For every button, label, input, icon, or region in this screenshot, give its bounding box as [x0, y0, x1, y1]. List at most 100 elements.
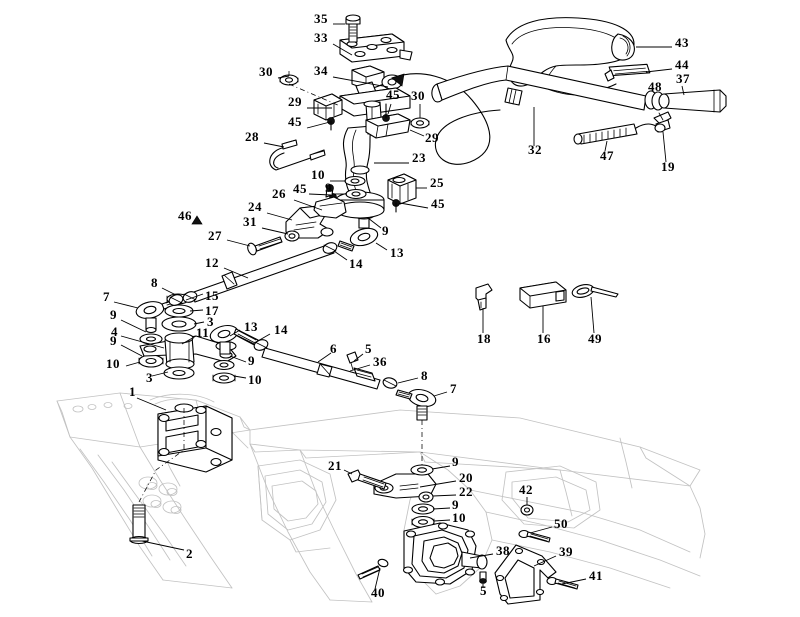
callout-7-b[interactable]: 7 [450, 381, 457, 396]
callout-39[interactable]: 39 [559, 544, 573, 559]
part-16-block [519, 281, 567, 309]
callout-30-a[interactable]: 30 [259, 64, 273, 79]
part-1-steering-support [157, 403, 233, 473]
callout-9-d[interactable]: 9 [110, 333, 117, 348]
callout-42[interactable]: 42 [519, 482, 533, 497]
callout-31[interactable]: 31 [243, 214, 257, 229]
callout-2[interactable]: 2 [186, 546, 193, 561]
callout-27[interactable]: 27 [208, 228, 222, 243]
callout-16[interactable]: 16 [537, 331, 551, 346]
callout-49[interactable]: 49 [588, 331, 602, 346]
callout-1[interactable]: 1 [129, 384, 136, 399]
callout-47[interactable]: 47 [600, 148, 614, 163]
callout-37[interactable]: 37 [676, 71, 690, 86]
part-42-nut [520, 504, 534, 516]
callout-44[interactable]: 44 [675, 57, 689, 72]
callout-9-c[interactable]: 9 [110, 307, 117, 322]
callout-40[interactable]: 40 [371, 585, 385, 600]
callout-45-c[interactable]: 45 [431, 196, 445, 211]
chassis-ghost-outline [56, 392, 706, 603]
part-23-steering-column [342, 125, 373, 199]
part-2-long-bolt [129, 504, 149, 545]
callout-33[interactable]: 33 [314, 30, 328, 45]
part-39-cover-plate [494, 544, 557, 605]
part-34-upper-bearing [351, 65, 403, 97]
part-46-pin [191, 215, 203, 225]
callout-46[interactable]: 46 [178, 208, 192, 223]
callout-14-a[interactable]: 14 [349, 256, 363, 271]
callout-25[interactable]: 25 [430, 175, 444, 190]
callout-21[interactable]: 21 [328, 458, 342, 473]
callout-9-e[interactable]: 9 [248, 353, 255, 368]
callout-9-a[interactable]: 9 [325, 180, 332, 195]
callout-45-b[interactable]: 45 [386, 87, 400, 102]
callout-29-a[interactable]: 29 [288, 94, 302, 109]
callout-5-b[interactable]: 5 [480, 583, 487, 598]
callout-14-b[interactable]: 14 [274, 322, 288, 337]
callout-43[interactable]: 43 [675, 35, 689, 50]
callout-10-b[interactable]: 10 [106, 356, 120, 371]
callout-48[interactable]: 48 [648, 79, 662, 94]
nut-30a-axis [288, 68, 341, 107]
part-41-screw [546, 576, 579, 590]
part-40-screw [357, 558, 389, 580]
callout-38[interactable]: 38 [496, 543, 510, 558]
callout-3-a[interactable]: 3 [207, 314, 214, 329]
part-12-drag-link [168, 243, 335, 306]
callout-34[interactable]: 34 [314, 63, 328, 78]
callout-13-a[interactable]: 13 [390, 245, 404, 260]
callout-32[interactable]: 32 [528, 142, 542, 157]
part-24-26-steering-arm-assembly [285, 184, 347, 239]
callout-8-b[interactable]: 8 [421, 368, 428, 383]
callout-19[interactable]: 19 [661, 159, 675, 174]
callout-45-d[interactable]: 45 [293, 181, 307, 196]
part-6-tie-rod [261, 347, 381, 390]
part-28-u-bolt [269, 139, 326, 171]
callout-10-a[interactable]: 10 [311, 167, 325, 182]
callout-5-a[interactable]: 5 [365, 341, 372, 356]
part-9f-washer-hole [416, 467, 428, 473]
callout-22[interactable]: 22 [459, 484, 473, 499]
callout-17[interactable]: 17 [205, 303, 219, 318]
callout-30-b[interactable]: 30 [411, 88, 425, 103]
callout-6[interactable]: 6 [330, 341, 337, 356]
callout-13-b[interactable]: 13 [244, 319, 258, 334]
callout-9-g[interactable]: 9 [452, 497, 459, 512]
part-27-bolt [247, 236, 283, 256]
part-20-steering-arm [373, 473, 437, 499]
callout-20[interactable]: 20 [459, 470, 473, 485]
callout-29-b[interactable]: 29 [425, 130, 439, 145]
part-17-washer-hole [172, 307, 186, 315]
callout-45-a[interactable]: 45 [288, 114, 302, 129]
callout-4[interactable]: 4 [111, 324, 118, 339]
callout-18[interactable]: 18 [477, 331, 491, 346]
callout-35[interactable]: 35 [314, 11, 328, 26]
callout-15[interactable]: 15 [205, 288, 219, 303]
part-10-nut-b-hole [218, 375, 230, 381]
callout-41[interactable]: 41 [589, 568, 603, 583]
callout-leader-lines [113, 23, 685, 590]
callout-50[interactable]: 50 [554, 516, 568, 531]
part-29a-clamp-left [313, 93, 343, 121]
callout-23[interactable]: 23 [412, 150, 426, 165]
callout-7-a[interactable]: 7 [103, 289, 110, 304]
callout-26[interactable]: 26 [272, 186, 286, 201]
callout-36[interactable]: 36 [373, 354, 387, 369]
callout-11[interactable]: 11 [196, 325, 210, 340]
part-9-washer-c-hole [219, 362, 229, 368]
part-30a-nut [279, 74, 299, 86]
callout-12[interactable]: 12 [205, 255, 219, 270]
callout-24[interactable]: 24 [248, 199, 262, 214]
callout-3-b[interactable]: 3 [146, 370, 153, 385]
callout-28[interactable]: 28 [245, 129, 259, 144]
callout-10-c[interactable]: 10 [248, 372, 262, 387]
callout-9-f[interactable]: 9 [452, 454, 459, 469]
part-9a-washer-hole [351, 191, 361, 197]
callout-10-d[interactable]: 10 [452, 510, 466, 525]
callout-8-a[interactable]: 8 [151, 275, 158, 290]
callout-9-b[interactable]: 9 [382, 223, 389, 238]
part-50-screw [518, 529, 551, 543]
part-35-bolt [345, 14, 361, 43]
part-3-bearing-upper-hole [171, 320, 187, 328]
